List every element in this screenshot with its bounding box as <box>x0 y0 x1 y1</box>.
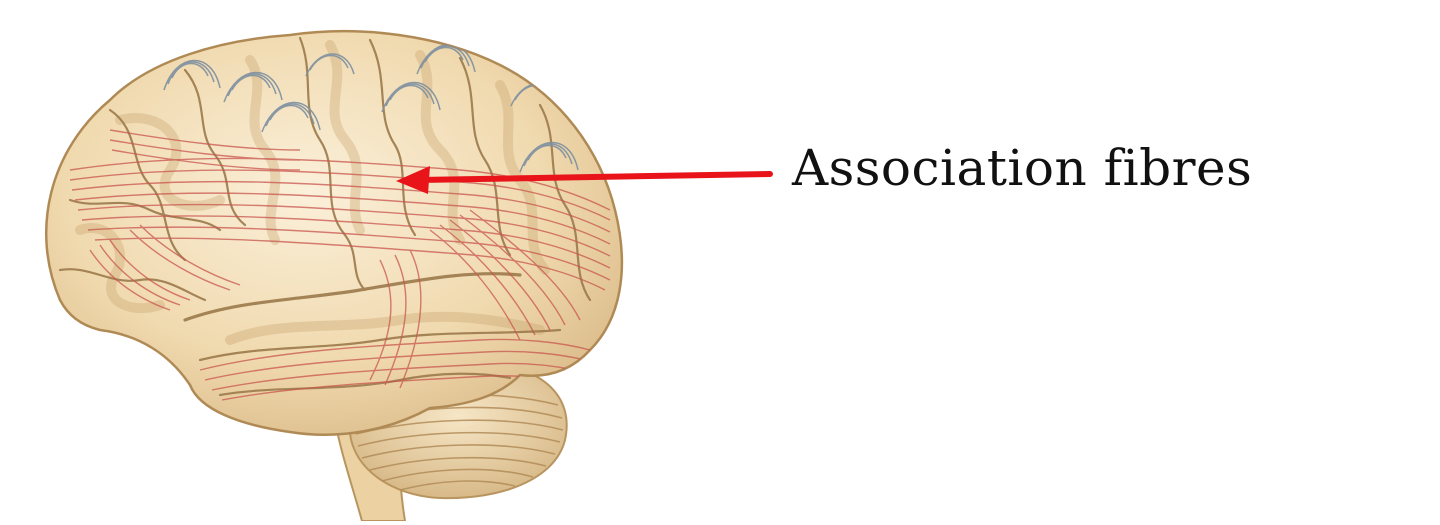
association-fibres-label: Association fibres <box>792 139 1253 197</box>
cerebrum <box>44 30 624 436</box>
association-fibres <box>69 129 611 401</box>
label-arrow <box>396 166 773 194</box>
